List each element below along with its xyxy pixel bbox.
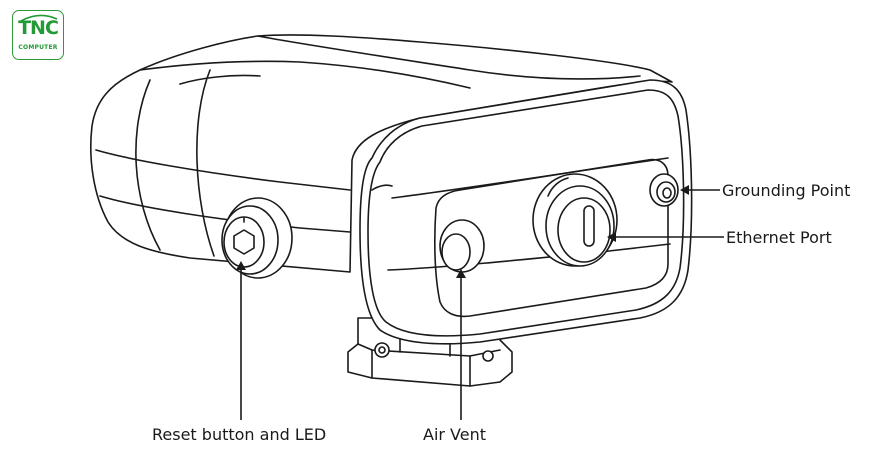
logo-text: TNC (18, 17, 59, 39)
front-face (359, 79, 693, 345)
arrow-grounding-point (680, 185, 720, 195)
label-grounding-point: Grounding Point (722, 181, 851, 200)
arrow-ethernet-port (607, 232, 724, 242)
tnc-logo: TNC COMPUTER (12, 10, 64, 60)
air-vent (439, 219, 485, 273)
label-reset-button: Reset button and LED (152, 425, 327, 444)
label-ethernet-port: Ethernet Port (726, 228, 832, 247)
label-air-vent: Air Vent (423, 425, 487, 444)
grounding-point (649, 173, 679, 207)
logo-swoosh-icon (20, 14, 58, 22)
arrow-reset-button (236, 261, 246, 420)
ethernet-port-cap (532, 173, 618, 267)
arrow-air-vent (456, 269, 466, 420)
logo-subtext: COMPUTER (18, 44, 58, 51)
